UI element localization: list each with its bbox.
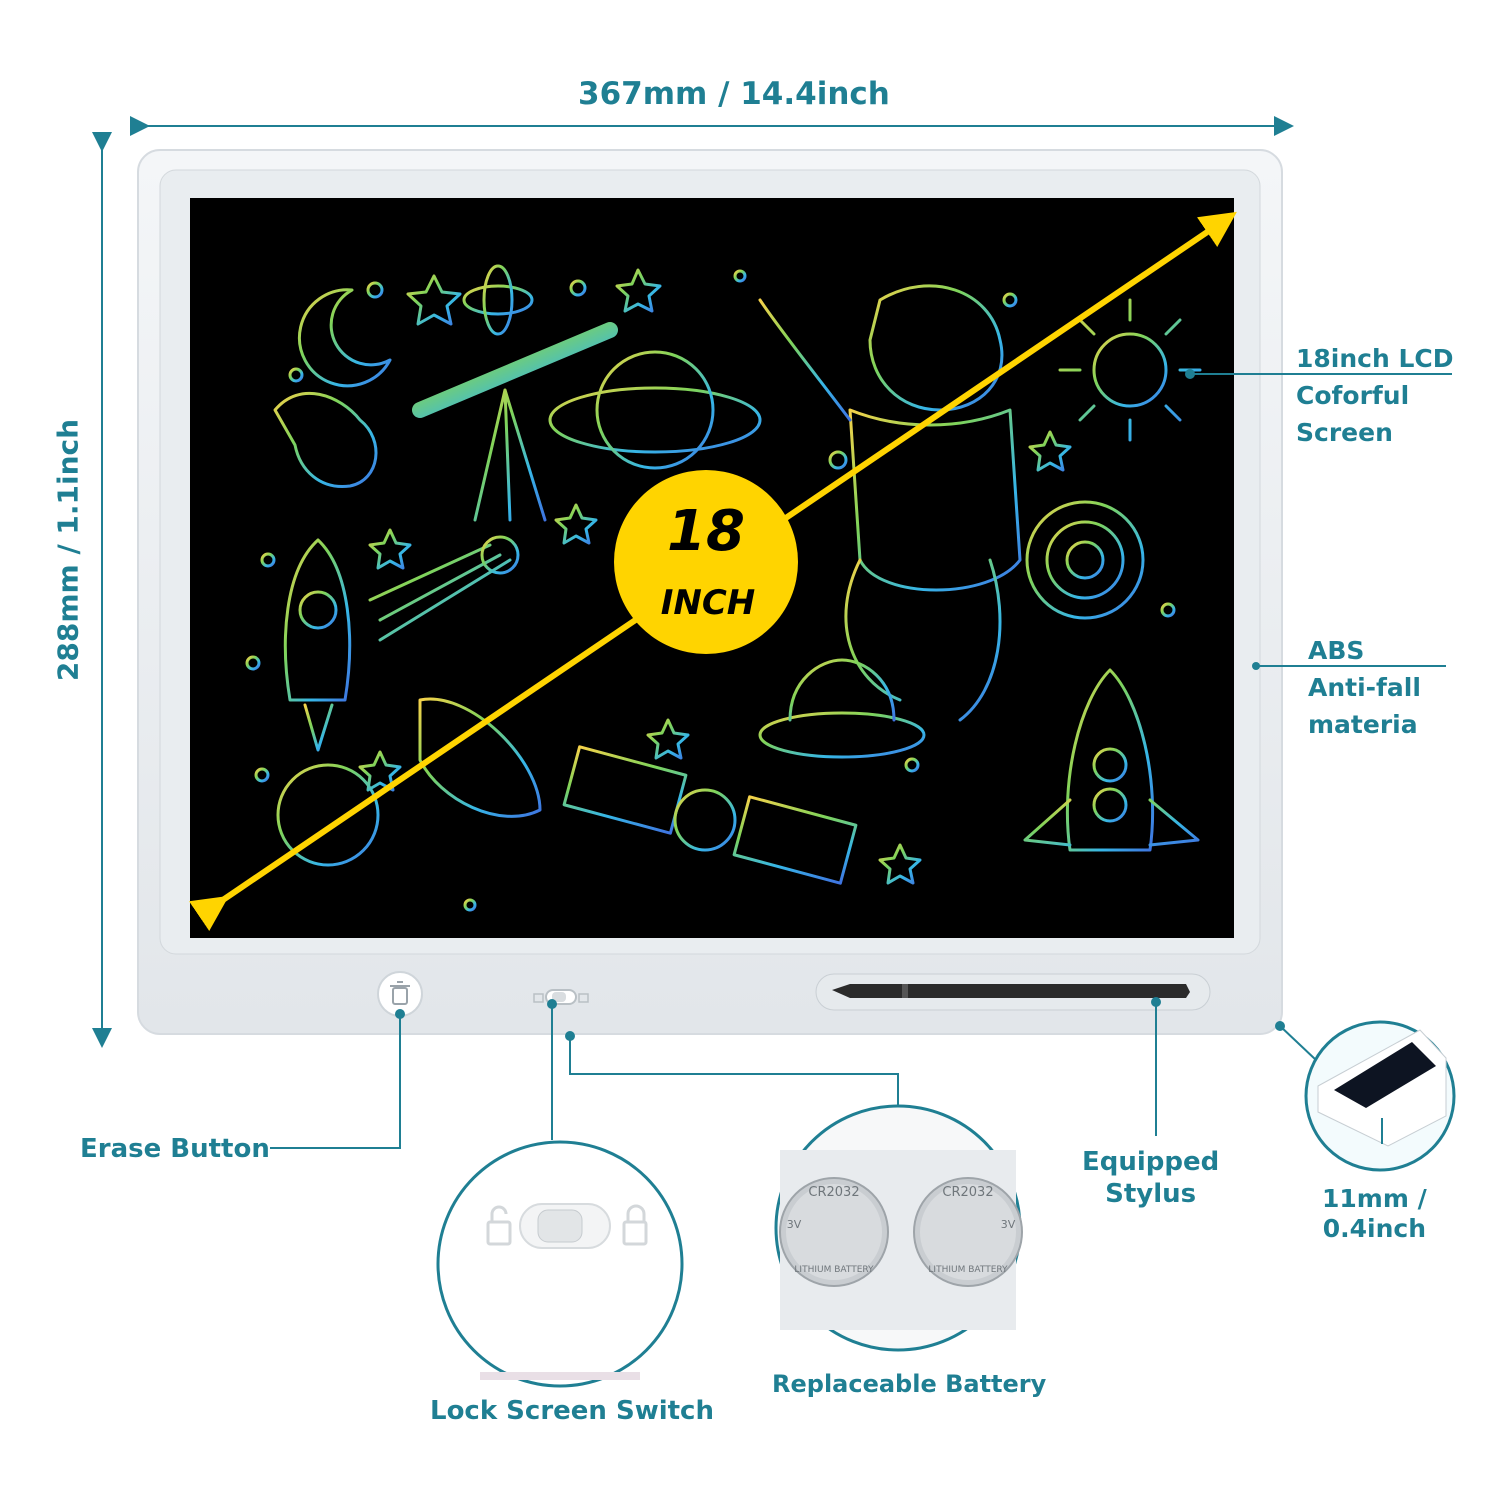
- battery-model-text-2: CR2032: [942, 1185, 993, 1200]
- battery-voltage-text-2: 3V: [1001, 1218, 1016, 1231]
- height-dimension-label: 288mm / 1.1inch: [51, 418, 85, 682]
- size-badge-number: 18: [667, 499, 745, 564]
- battery-voltage-text: 3V: [787, 1218, 802, 1231]
- stylus-callout: Equipped Stylus: [1082, 1146, 1219, 1210]
- battery-type-text-2: LITHIUM BATTERY: [928, 1265, 1008, 1275]
- thickness-callout-line-1: 11mm /: [1322, 1184, 1427, 1213]
- stylus-callout-line-2: Stylus: [1105, 1179, 1197, 1209]
- lock-switch-icon: [533, 993, 589, 1003]
- material-callout-line-1: ABS: [1308, 636, 1365, 665]
- erase-button-label: Erase Button: [80, 1134, 270, 1164]
- size-badge: [614, 470, 798, 654]
- size-badge-unit: INCH: [661, 583, 756, 623]
- battery-icon: [779, 1177, 1023, 1287]
- material-callout-line-2: Anti-fall: [1308, 673, 1421, 702]
- screen-callout-line-3: Screen: [1296, 418, 1393, 447]
- width-dimension-label: 367mm / 14.4inch: [578, 76, 890, 112]
- material-callout-line-3: materia: [1308, 710, 1418, 739]
- material-callout: ABS Anti-fall materia: [1308, 632, 1478, 743]
- lock-switch-label: Lock Screen Switch: [430, 1396, 714, 1426]
- screen-callout-line-1: 18inch LCD: [1296, 344, 1454, 373]
- screen-callout-line-2: Coforful: [1296, 381, 1410, 410]
- stylus-callout-line-1: Equipped: [1082, 1147, 1220, 1177]
- battery-label: Replaceable Battery: [772, 1370, 1047, 1398]
- battery-type-text: LITHIUM BATTERY: [794, 1265, 874, 1275]
- trash-icon: [390, 981, 410, 1005]
- screen-callout: 18inch LCD Coforful Screen: [1296, 340, 1486, 451]
- battery-model-text: CR2032: [808, 1185, 859, 1200]
- lock-detail-zoom: [436, 1140, 684, 1388]
- thickness-callout: 11mm / 0.4inch: [1322, 1184, 1427, 1244]
- thickness-callout-line-2: 0.4inch: [1322, 1214, 1426, 1243]
- stylus-icon[interactable]: [832, 984, 1190, 998]
- callout-lines: [270, 369, 1452, 1149]
